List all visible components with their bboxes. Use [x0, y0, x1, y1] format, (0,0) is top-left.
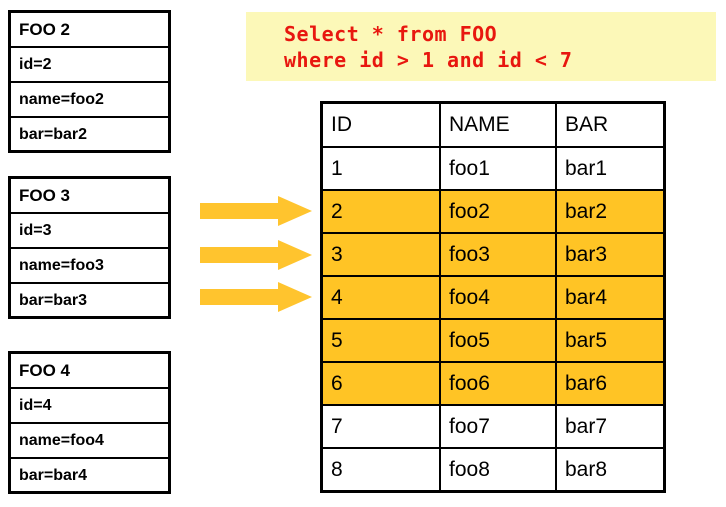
entity-field-bar: bar=bar4 — [19, 467, 88, 484]
cell-name: foo7 — [440, 405, 557, 449]
entity-field-id: id=3 — [11, 214, 168, 249]
cell-bar: bar8 — [565, 458, 608, 481]
table-row: 3 foo3 bar3 — [323, 233, 663, 277]
table-row: 1 foo1 bar1 — [323, 147, 663, 191]
entity-field-bar: bar=bar2 — [19, 126, 88, 143]
table-row: 4 foo4 bar4 — [323, 276, 663, 320]
cell-id: 4 — [323, 276, 441, 320]
cell-name: foo3 — [440, 233, 557, 277]
cell-name: foo4 — [440, 276, 557, 320]
sql-query-box: Select * from FOO where id > 1 and id < … — [246, 12, 716, 81]
sql-query-line-2: where id > 1 and id < 7 — [284, 48, 573, 72]
result-table: ID NAME BAR 1 foo1 bar1 2 foo2 bar2 3 fo… — [320, 101, 666, 493]
cell-bar: bar4 — [556, 276, 663, 320]
cell-name: foo6 — [440, 362, 557, 406]
cell-name: foo2 — [440, 190, 557, 234]
column-header-name: NAME — [440, 104, 557, 148]
entity-field-name: name=foo2 — [11, 83, 168, 118]
cell-id: 6 — [323, 362, 441, 406]
arrow-right-icon — [200, 282, 312, 312]
cell-bar: bar5 — [556, 319, 663, 363]
cell-name: foo1 — [440, 147, 557, 191]
entity-box-foo-4: FOO 4 id=4 name=foo4 bar=bar4 — [8, 351, 171, 494]
cell-id: 8 — [323, 448, 441, 491]
table-row: 8 foo8 bar8 — [323, 448, 663, 491]
entity-box-foo-3: FOO 3 id=3 name=foo3 bar=bar3 — [8, 176, 171, 319]
cell-bar: bar6 — [556, 362, 663, 406]
cell-bar: bar1 — [556, 147, 663, 191]
cell-id: 7 — [323, 405, 441, 449]
entity-field-id: id=2 — [11, 48, 168, 83]
entity-field-bar: bar=bar3 — [19, 292, 88, 309]
arrow-right-icon — [200, 240, 312, 270]
table-row: 5 foo5 bar5 — [323, 319, 663, 363]
table-row: 2 foo2 bar2 — [323, 190, 663, 234]
cell-bar: bar2 — [556, 190, 663, 234]
column-header-bar: BAR — [556, 104, 663, 148]
cell-id: 5 — [323, 319, 441, 363]
table-row: 7 foo7 bar7 — [323, 405, 663, 449]
entity-field-id: id=4 — [11, 389, 168, 424]
entity-box-title: FOO 4 — [11, 354, 168, 389]
sql-query-line-1: Select * from FOO — [284, 22, 498, 46]
entity-box-foo-2: FOO 2 id=2 name=foo2 bar=bar2 — [8, 10, 171, 153]
table-row: 6 foo6 bar6 — [323, 362, 663, 406]
entity-box-title: FOO 2 — [11, 13, 168, 48]
cell-name: foo5 — [440, 319, 557, 363]
entity-field-name: name=foo4 — [11, 424, 168, 459]
column-header-id: ID — [323, 104, 441, 148]
cell-id: 1 — [323, 147, 441, 191]
table-header-row: ID NAME BAR — [323, 104, 663, 148]
cell-name: foo8 — [440, 448, 557, 491]
entity-box-title: FOO 3 — [11, 179, 168, 214]
cell-bar: bar7 — [556, 405, 663, 449]
cell-bar: bar3 — [556, 233, 663, 277]
cell-id: 3 — [323, 233, 441, 277]
cell-id: 2 — [323, 190, 441, 234]
arrow-right-icon — [200, 196, 312, 226]
entity-field-name: name=foo3 — [11, 249, 168, 284]
